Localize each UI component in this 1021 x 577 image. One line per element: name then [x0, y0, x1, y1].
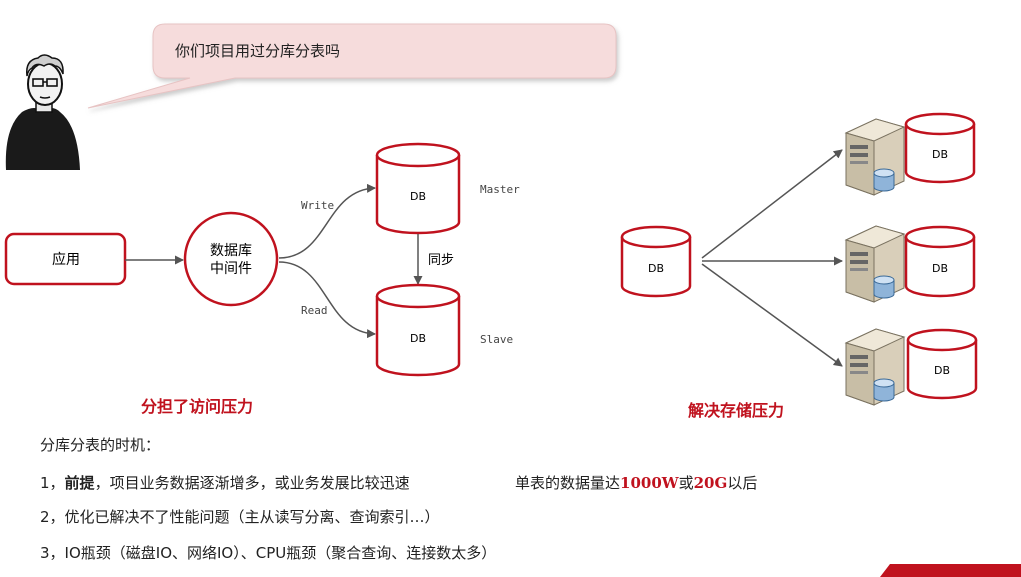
- corner-banner: [880, 564, 1021, 577]
- notes-line-3: 3，IO瓶颈（磁盘IO、网络IO）、CPU瓶颈（聚合查询、连接数太多）: [40, 544, 497, 562]
- target-db-2: DB: [904, 225, 976, 298]
- write-label: Write: [301, 199, 334, 212]
- slave-db-cylinder: DB: [375, 283, 461, 377]
- server-group-2: [844, 225, 906, 303]
- target-db-1-label: DB: [932, 148, 948, 161]
- mini-db-icon: [873, 378, 895, 402]
- middleware-circle: 数据库 中间件: [183, 211, 279, 307]
- notes-line-1-rest: ，项目业务数据逐渐增多，或业务发展比较迅速: [94, 474, 410, 492]
- source-db-cylinder: DB: [620, 225, 692, 298]
- mini-db-icon: [873, 168, 895, 192]
- speech-bubble-text: 你们项目用过分库分表吗: [175, 42, 341, 60]
- notes-line-1-right: 单表的数据量达1000W或20G以后: [515, 476, 757, 491]
- middleware-label-2: 中间件: [210, 261, 252, 277]
- master-db-cylinder: DB: [375, 142, 461, 235]
- mini-db-icon: [873, 275, 895, 299]
- target-db-1: DB: [904, 112, 976, 184]
- read-label: Read: [301, 304, 328, 317]
- write-arrow: [278, 183, 376, 259]
- split-arrow-bottom: [701, 263, 843, 367]
- target-db-3: DB: [906, 328, 978, 400]
- notes-line-1-bold: 前提: [64, 474, 95, 492]
- right-caption: 解决存储压力: [688, 401, 785, 420]
- slave-label: Slave: [480, 333, 513, 346]
- server-group-1: [844, 118, 906, 196]
- split-arrow-top: [701, 149, 843, 259]
- app-box: 应用: [4, 232, 127, 286]
- source-db-label: DB: [648, 262, 664, 275]
- middleware-label-1: 数据库: [210, 243, 252, 259]
- threshold-text-c: 或: [678, 474, 694, 492]
- left-caption: 分担了访问压力: [141, 397, 254, 416]
- server-group-3: [844, 328, 906, 406]
- master-db-label: DB: [410, 190, 426, 203]
- notes-heading: 分库分表的时机：: [40, 436, 161, 454]
- sync-label: 同步: [428, 253, 454, 268]
- notes-line-1-prefix: 1，: [40, 474, 65, 492]
- target-db-2-label: DB: [932, 262, 948, 275]
- threshold-size: 20G: [693, 474, 728, 492]
- speech-bubble: [87, 23, 617, 109]
- slave-db-label: DB: [410, 332, 426, 345]
- read-arrow: [278, 261, 376, 339]
- app-label: 应用: [52, 251, 80, 268]
- server-icon: [844, 225, 906, 303]
- threshold-rows: 1000W: [620, 474, 679, 492]
- notes-line-2: 2，优化已解决不了性能问题（主从读写分离、查询索引…）: [40, 508, 440, 526]
- threshold-text-e: 以后: [727, 474, 758, 492]
- master-label: Master: [480, 183, 520, 196]
- notes-line-1: 1，前提，项目业务数据逐渐增多，或业务发展比较迅速: [40, 476, 410, 491]
- threshold-text-a: 单表的数据量达: [515, 474, 621, 492]
- target-db-3-label: DB: [934, 364, 950, 377]
- person-icon: [5, 54, 80, 170]
